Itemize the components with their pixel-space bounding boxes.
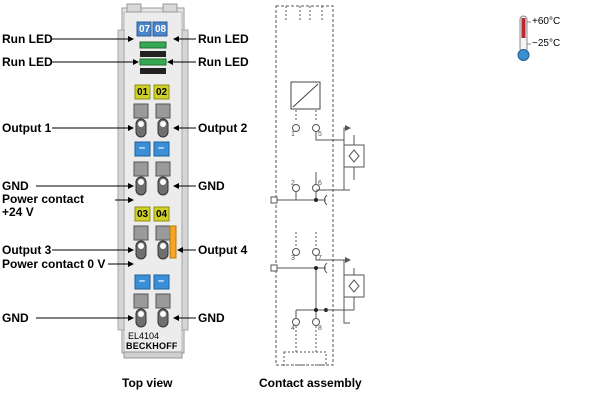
contact-number-1: 1: [291, 131, 295, 138]
caption-contact-assembly: Contact assembly: [259, 376, 362, 390]
channel-label-04: 04: [156, 209, 168, 220]
label-run-led-right-2: Run LED: [198, 55, 249, 69]
label-run-led-right-1: Run LED: [198, 32, 249, 46]
leader-lines: [36, 36, 196, 321]
separator-label-3: –: [139, 275, 146, 287]
label-gnd-left-1: GND: [2, 179, 29, 193]
terminal-module: [117, 3, 189, 359]
contact-number-7: 7: [318, 255, 322, 262]
contact-number-5: 5: [318, 131, 322, 138]
separator-label-4: –: [158, 275, 165, 287]
contact-number-4: 4: [291, 325, 295, 332]
separator-label-2: –: [158, 142, 165, 154]
label-output-2: Output 2: [198, 121, 248, 135]
contact-number-8: 8: [318, 325, 322, 332]
label-plus-24v: +24 V: [2, 205, 34, 219]
label-gnd-left-2: GND: [2, 311, 29, 325]
label-output-1: Output 1: [2, 121, 52, 135]
thermometer-icon: [517, 15, 531, 61]
label-output-3: Output 3: [2, 243, 52, 257]
channel-label-03: 03: [137, 209, 149, 220]
led-label-08: 08: [155, 24, 167, 35]
label-gnd-right-1: GND: [198, 179, 225, 193]
label-output-4: Output 4: [198, 243, 248, 257]
module-brand: BECKHOFF: [126, 341, 178, 351]
contact-number-6: 6: [318, 180, 322, 187]
caption-top-view: Top view: [122, 376, 173, 390]
channel-label-01: 01: [137, 87, 149, 98]
label-gnd-right-2: GND: [198, 311, 225, 325]
contact-assembly: [270, 5, 365, 366]
channel-label-02: 02: [156, 87, 168, 98]
temperature-max: +60°C: [532, 16, 561, 27]
label-run-led-left-1: Run LED: [2, 32, 53, 46]
label-run-led-left-2: Run LED: [2, 55, 53, 69]
led-label-07: 07: [139, 24, 151, 35]
label-power-contact-0v: Power contact 0 V: [2, 257, 106, 271]
label-power-contact: Power contact: [2, 192, 85, 206]
separator-label-1: –: [139, 142, 146, 154]
contact-number-3: 3: [291, 255, 295, 262]
contact-number-2: 2: [291, 180, 295, 187]
module-model: EL4104: [128, 331, 160, 341]
temperature-min: −25°C: [532, 38, 561, 49]
